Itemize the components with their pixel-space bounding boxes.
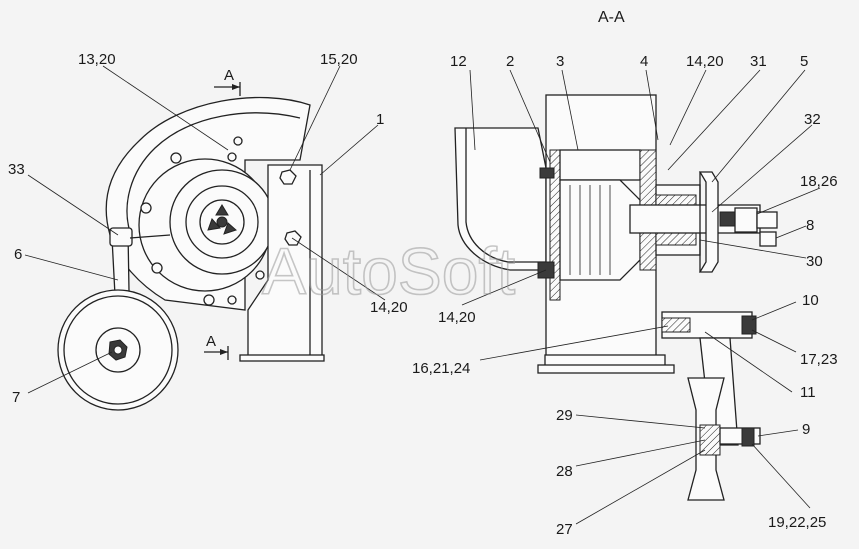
- section-view: [454, 94, 778, 501]
- callout-label: 10: [802, 292, 819, 309]
- callout-label: 17,23: [800, 351, 838, 368]
- callout-label: 31: [750, 53, 767, 70]
- left-view: [57, 82, 325, 411]
- callout-label: 28: [556, 463, 573, 480]
- watermark: AutoSoft: [262, 234, 515, 308]
- section-mark-bottom: А: [206, 333, 216, 350]
- callout-label: 2: [506, 53, 514, 70]
- callout-label: 14,20: [686, 53, 724, 70]
- callout-label: 7: [12, 389, 20, 406]
- callout-labels: 13,20 15,20 1 33 6 7 14,20 12 2 3 4 14,2…: [8, 51, 838, 538]
- callout-label: 18,26: [800, 173, 838, 190]
- callout-label: 33: [8, 161, 25, 178]
- callout-label: 14,20: [438, 309, 476, 326]
- leader-lines: [24, 65, 821, 525]
- section-title: А-А: [598, 9, 625, 26]
- callout-label: 19,22,25: [768, 514, 826, 531]
- callout-label: 29: [556, 407, 573, 424]
- section-mark-top: А: [224, 67, 234, 84]
- callout-label: 14,20: [370, 299, 408, 316]
- callout-label: 5: [800, 53, 808, 70]
- callout-label: 30: [806, 253, 823, 270]
- callout-label: 15,20: [320, 51, 358, 68]
- callout-label: 16,21,24: [412, 360, 470, 377]
- callout-label: 1: [376, 111, 384, 128]
- callout-label: 12: [450, 53, 467, 70]
- callout-label: 4: [640, 53, 648, 70]
- callout-label: 11: [800, 384, 816, 401]
- callout-label: 13,20: [78, 51, 116, 68]
- callout-label: 27: [556, 521, 573, 538]
- callout-label: 32: [804, 111, 821, 128]
- callout-label: 9: [802, 421, 810, 438]
- callout-label: 3: [556, 53, 564, 70]
- drive-pulley: [698, 171, 719, 273]
- callout-label: 8: [806, 217, 814, 234]
- callout-label: 6: [14, 246, 22, 263]
